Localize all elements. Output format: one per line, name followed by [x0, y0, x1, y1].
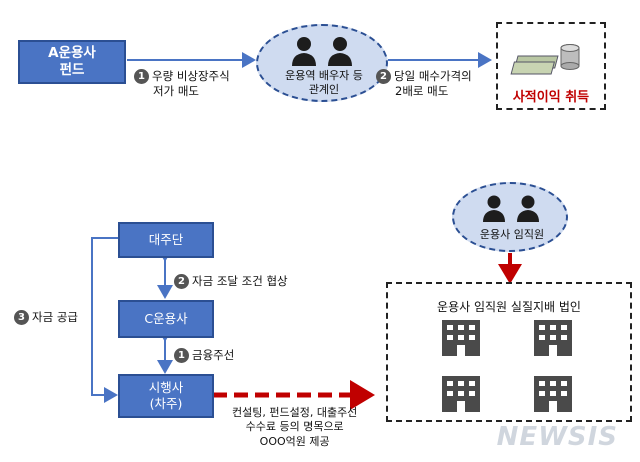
person-pair-icon: [483, 195, 539, 222]
building-icon: [534, 376, 572, 412]
step-number-badge: 1: [134, 69, 149, 84]
money-stack-icon: [510, 44, 580, 75]
building-icon: [442, 376, 480, 412]
relatives-line2: 관계인: [308, 83, 340, 97]
top-step2-line1: 당일 매수가격의: [394, 69, 472, 83]
bottom-step3-text: 자금 공급: [32, 310, 78, 324]
newsis-watermark: NEWSIS: [496, 422, 618, 452]
executives-ellipse: 운용사 임직원: [452, 182, 568, 252]
fund-a-box: A운용사 펀드: [18, 40, 126, 84]
building-icon: [534, 320, 572, 356]
building-icon: [442, 320, 480, 356]
fees-line1: 컨설팅, 펀드설정, 대출주선: [232, 406, 358, 419]
step-number-badge: 1: [174, 348, 189, 363]
lender-label: 대주단: [148, 232, 184, 248]
fees-line3: OOO억원 제공: [259, 434, 330, 448]
top-step1-line1: 우량 비상장주식: [152, 69, 230, 83]
arrow-fund-supply: [91, 237, 120, 403]
result-text: 사적이익 취득: [512, 90, 590, 105]
top-step2-line2: 2배로 매도: [395, 84, 449, 98]
fund-a-line2: 펀드: [59, 62, 85, 78]
relatives-text: 운용역 배우자 등 관계인: [258, 69, 390, 98]
fund-a-line1: A운용사: [48, 45, 96, 62]
developer-box: 시행사 (차주): [118, 374, 214, 418]
developer-line2: (차주): [149, 396, 183, 411]
fees-line2: 수수료 등의 명목으로: [245, 420, 344, 434]
lender-box: 대주단: [118, 222, 214, 258]
buildings-group: [442, 320, 572, 412]
controlled-corp-box: 운용사 임직원 실질지배 법인: [386, 282, 632, 422]
bottom-step1-text: 금융주선: [192, 348, 235, 362]
controlled-corp-title: 운용사 임직원 실질지배 법인: [437, 300, 581, 314]
person-pair-icon: [292, 37, 352, 66]
relatives-ellipse: 운용역 배우자 등 관계인: [256, 24, 388, 102]
step-number-badge: 3: [14, 310, 29, 325]
asset-c-label: C운용사: [144, 311, 188, 327]
result-box: 사적이익 취득: [496, 22, 606, 110]
fees-label: 컨설팅, 펀드설정, 대출주선 수수료 등의 명목으로 OOO억원 제공: [232, 406, 357, 449]
executives-label: 운용사 임직원: [479, 228, 545, 241]
asset-c-box: C운용사: [118, 300, 214, 338]
step-number-badge: 2: [376, 69, 391, 84]
relatives-line1: 운용역 배우자 등: [285, 69, 363, 82]
step-number-badge: 2: [174, 274, 189, 289]
developer-line1: 시행사: [148, 380, 184, 396]
top-step1-line2: 저가 매도: [153, 84, 199, 98]
bottom-step2-text: 자금 조달 조건 협상: [192, 274, 288, 288]
